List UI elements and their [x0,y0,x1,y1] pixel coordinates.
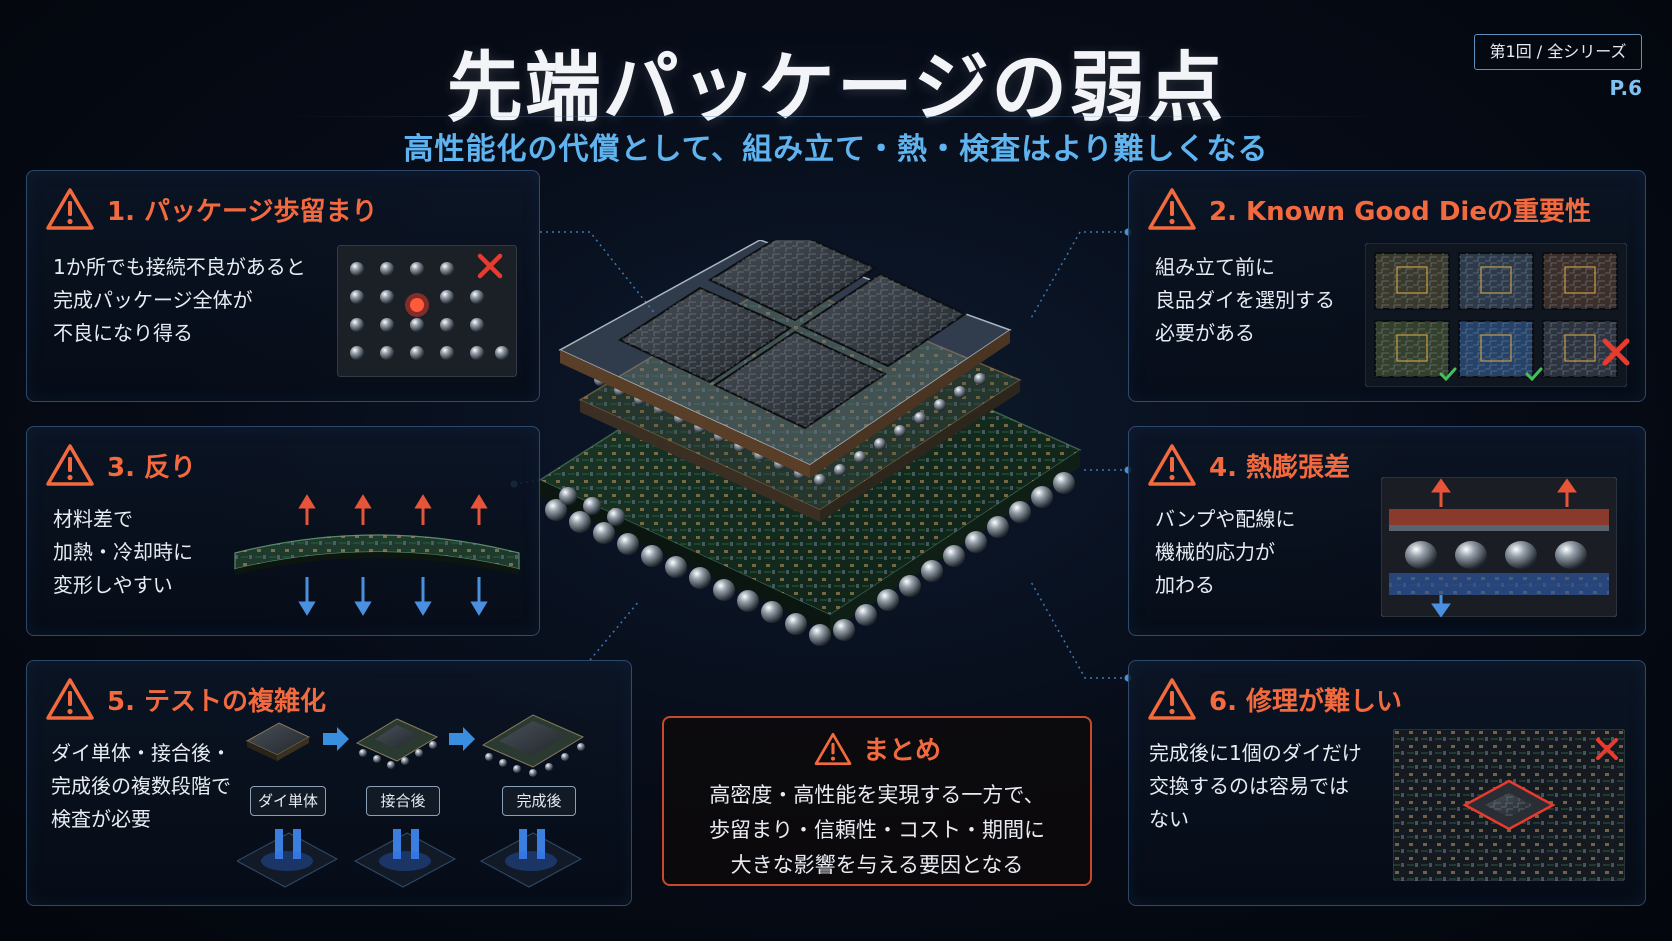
warning-triangle-icon [1147,187,1197,231]
stage-label-die: ダイ単体 [250,786,326,816]
card-known-good-die: 2. Known Good Dieの重要性 組み立て前に 良品ダイを選別する 必… [1128,170,1646,402]
card-thermal-expansion: 4. 熱膨張差 バンプや配線に 機械的応力が 加わる [1128,426,1646,636]
die-selection-illustration [1365,243,1627,387]
card-package-yield: 1. パッケージ歩留まり 1か所でも接続不良があると 完成パッケージ全体が 不良… [26,170,540,402]
card-description: 材料差で 加熱・冷却時に 変形しやすい [53,507,193,597]
x-mark-icon [1596,738,1618,760]
arrow-icon [323,727,349,751]
card-title: 1. パッケージ歩留まり [107,196,378,227]
warning-triangle-icon [45,187,95,231]
series-badge: 第1回 / 全シリーズ [1474,34,1642,70]
card-title: 6. 修理が難しい [1209,686,1403,717]
warning-triangle-icon [45,677,95,721]
x-mark-icon [1602,338,1630,366]
page-title: 先端パッケージの弱点 [446,43,1226,132]
probe-stations [237,829,583,888]
thermal-stress-illustration [1381,477,1617,617]
page-number: P.6 [1609,76,1643,100]
card-title: 4. 熱膨張差 [1209,452,1351,483]
summary-box: まとめ 高密度・高性能を実現する一方で、 歩留まり・信頼性・コスト・期間に 大き… [662,716,1092,886]
card-description: 1か所でも接続不良があると 完成パッケージ全体が 不良になり得る [53,255,306,345]
solder-defect-illustration [337,245,517,377]
stage-label-bonded: 接合後 [366,786,440,816]
check-mark-icon [1439,367,1457,381]
card-repair-difficulty: 6. 修理が難しい 完成後に1個のダイだけ 交換するのは容易では ない [1128,660,1646,906]
warning-triangle-icon [813,732,853,766]
page-subtitle: 高性能化の代償として、組み立て・熱・検査はより難しくなる [403,132,1269,167]
x-mark-icon [477,253,503,279]
board-repair-illustration [1393,729,1625,881]
check-mark-icon [1525,367,1543,381]
card-test-complexity: 5. テストの複雑化 ダイ単体・接合後・ 完成後の複数段階で 検査が必要 [26,660,632,906]
warped-board-illustration [234,494,520,616]
summary-title: まとめ [862,736,941,766]
arrow-icon [449,727,475,751]
card-description: 完成後に1個のダイだけ 交換するのは容易では ない [1149,741,1362,831]
package-stack-illustration [540,240,1082,646]
card-description: ダイ単体・接合後・ 完成後の複数段階で 検査が必要 [51,741,231,831]
card-description: 組み立て前に 良品ダイを選別する 必要がある [1155,255,1335,345]
summary-description: 高密度・高性能を実現する一方で、 歩留まり・信頼性・コスト・期間に 大きな影響を… [709,783,1045,877]
card-warpage: 3. 反り 材料差で 加熱・冷却時に 変形しやすい [26,426,540,636]
warning-triangle-icon [45,443,95,487]
test-stages-illustration [237,714,585,888]
card-title: 5. テストの複雑化 [107,686,327,717]
warning-triangle-icon [1147,677,1197,721]
title-divider [280,116,1390,117]
bga-balls [545,472,1075,646]
card-title: 2. Known Good Dieの重要性 [1209,196,1591,227]
card-title: 3. 反り [107,452,197,483]
card-description: バンプや配線に 機械的応力が 加わる [1155,507,1296,597]
top-die-layer [558,240,1012,478]
warning-triangle-icon [1147,443,1197,487]
stage-label-finished: 完成後 [502,786,576,816]
